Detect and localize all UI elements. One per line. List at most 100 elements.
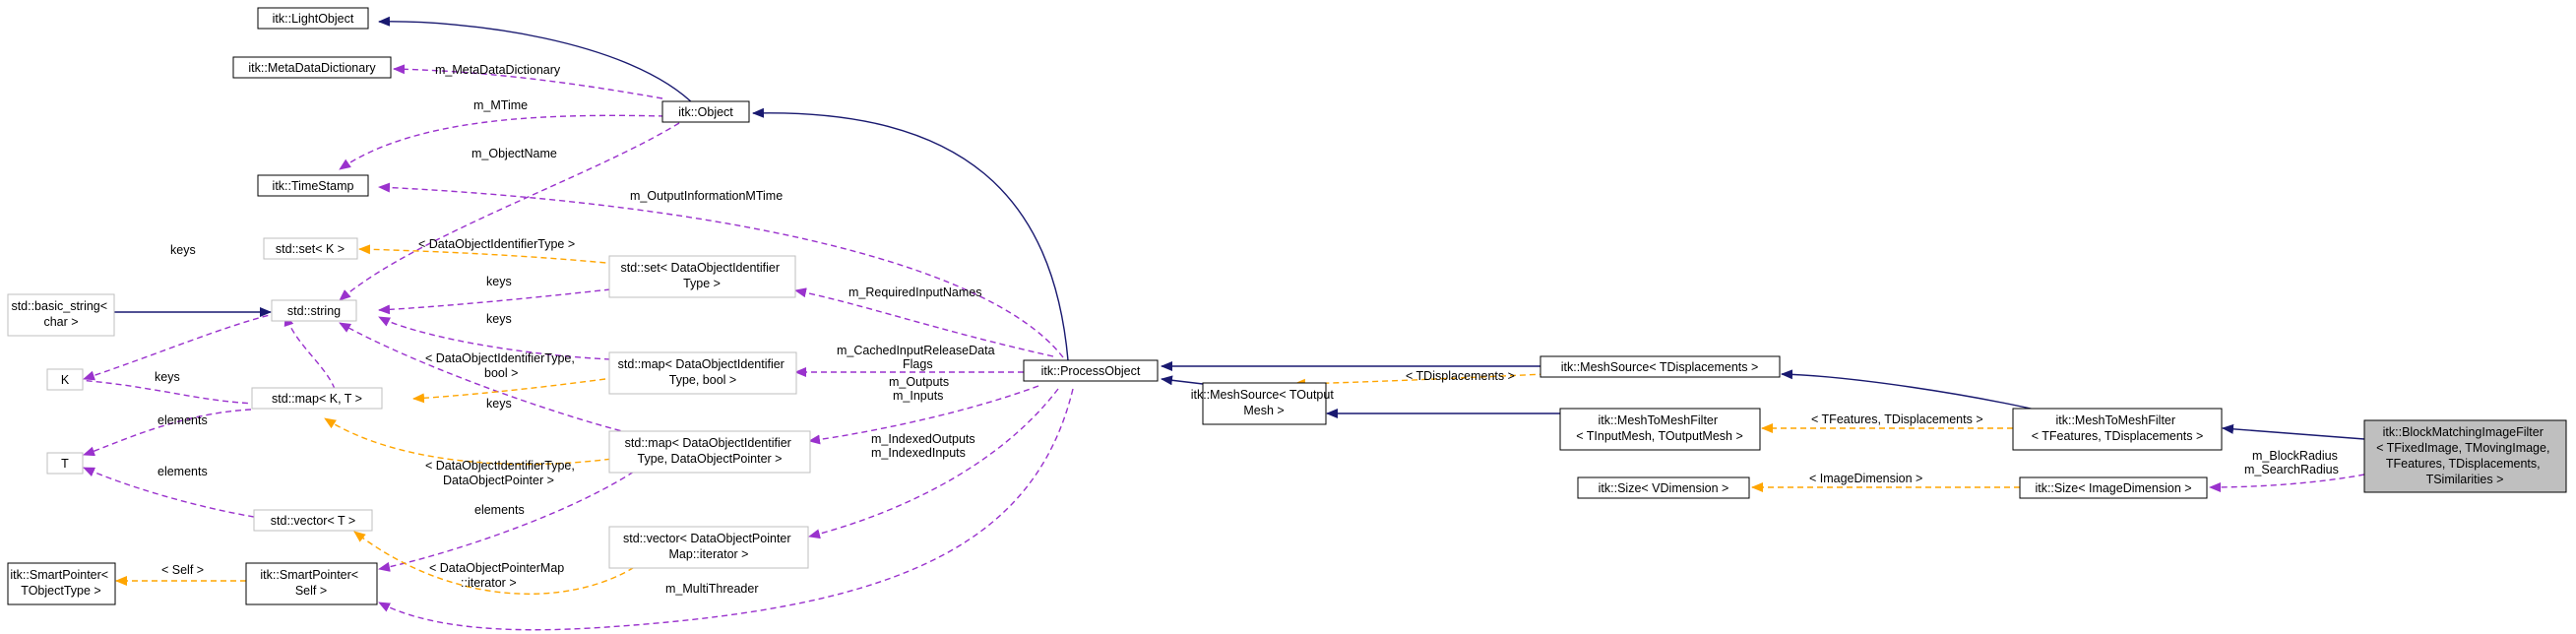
edge-meshsource-toutput-to-processobject [1161, 375, 1204, 386]
label-keys-map-dop: keys [486, 397, 512, 411]
edge-labels: m_MetaDataDictionary m_MTime m_ObjectNam… [155, 63, 2341, 596]
svg-text:itk::SmartPointer< Sel: itk::SmartPointer< Self > [260, 568, 361, 598]
node-t[interactable]: T [46, 452, 84, 475]
node-itk-size-imagedimension[interactable]: itk::Size< ImageDimension > [2019, 476, 2208, 499]
node-std-set-doi[interactable]: std::set< DataObjectIdentifier Type > [608, 255, 796, 298]
edge-timestamp-to-object [339, 114, 665, 170]
svg-text:std::vector< T >: std::vector< T > [271, 514, 355, 528]
edge-string-to-map-kt [283, 314, 336, 390]
node-std-basic-string[interactable]: std::basic_string< char > [7, 293, 115, 337]
svg-text:itk::LightObject: itk::LightObject [273, 12, 354, 26]
svg-text:itk::ProcessObject: itk::ProcessObject [1041, 364, 1141, 378]
svg-text:std::map< K, T >: std::map< K, T > [272, 392, 362, 406]
label-m-mtime: m_MTime [473, 98, 528, 112]
edge-meshtomesh-tf-to-meshsource-tdisp [1781, 369, 2053, 414]
svg-text:itk::MeshToMeshFilter: itk::MeshToMeshFilter < TInputMesh, TOut… [1576, 413, 1743, 443]
edge-blockmatching-to-meshtomesh-tf [2222, 423, 2365, 440]
label-m-metadatadictionary: m_MetaDataDictionary [435, 63, 561, 77]
svg-text:std::map< DataObjectIdentifier: std::map< DataObjectIdentifier Type, Dat… [625, 436, 795, 466]
label-elements-t: elements [157, 413, 208, 427]
svg-text:std::string: std::string [287, 304, 341, 318]
edge-map-doi-bool-to-string [378, 316, 611, 360]
edge-blockmatching-to-size-imgdim [2209, 474, 2365, 492]
node-itk-metadatadictionary[interactable]: itk::MetaDataDictionary [232, 56, 392, 79]
node-itk-meshtomeshfilter[interactable]: itk::MeshToMeshFilter < TInputMesh, TOut… [1559, 408, 1761, 451]
label-t-features-disp: < TFeatures, TDisplacements > [1811, 412, 1983, 426]
svg-text:itk::Size< VDimension >: itk::Size< VDimension > [1599, 481, 1729, 495]
label-keys-set: keys [170, 243, 196, 257]
svg-text:itk::MetaDataDictionary: itk::MetaDataDictionary [248, 61, 376, 75]
node-itk-size-vdimension[interactable]: itk::Size< VDimension > [1577, 476, 1750, 499]
svg-text:itk::SmartPointer< TOb: itk::SmartPointer< TObjectType > [10, 568, 111, 598]
label-m-outputinformationmtime: m_OutputInformationMTime [630, 189, 783, 203]
node-itk-smartpointer-tobjecttype[interactable]: itk::SmartPointer< TObjectType > [7, 562, 116, 605]
svg-text:std::set< K >: std::set< K > [276, 242, 345, 256]
svg-text:itk::Object: itk::Object [678, 105, 733, 119]
nodes: itk::LightObject itk::MetaDataDictionary… [7, 7, 2567, 605]
label-m-indexed: m_IndexedOutputs m_IndexedInputs [871, 432, 978, 460]
node-itk-processobject[interactable]: itk::ProcessObject [1023, 359, 1159, 382]
label-self: < Self > [161, 563, 204, 577]
svg-text:itk::MeshSource< TOutput: itk::MeshSource< TOutput Mesh > [1191, 388, 1338, 417]
label-m-block-search-radius: m_BlockRadius m_SearchRadius [2244, 449, 2341, 476]
svg-text:itk::Size< ImageDimension >: itk::Size< ImageDimension > [2035, 481, 2191, 495]
node-std-map-kt[interactable]: std::map< K, T > [251, 387, 383, 410]
svg-text:K: K [61, 373, 70, 387]
edge-processobject-to-vector-dop [808, 388, 1059, 539]
node-itk-meshsource-tdisplacements[interactable]: itk::MeshSource< TDisplacements > [1539, 355, 1781, 378]
label-m-multithreader: m_MultiThreader [665, 582, 758, 596]
svg-text:std::map< DataObjectIdentifier: std::map< DataObjectIdentifier Type, boo… [618, 357, 788, 387]
node-itk-timestamp[interactable]: itk::TimeStamp [257, 174, 369, 197]
node-std-set-k[interactable]: std::set< K > [263, 237, 358, 260]
edge-map-doi-bool-to-map-kt [412, 378, 606, 404]
edge-map-kt-to-t [83, 409, 252, 457]
svg-text:std::vector< DataObjectPointer: std::vector< DataObjectPointer Map::iter… [623, 532, 794, 561]
node-std-map-doi-bool[interactable]: std::map< DataObjectIdentifier Type, boo… [608, 351, 797, 395]
node-std-map-doi-dop[interactable]: std::map< DataObjectIdentifier Type, Dat… [608, 430, 811, 474]
svg-text:std::basic_string< cha: std::basic_string< char > [11, 299, 110, 329]
edge-set-doi-to-processobject [794, 287, 1054, 357]
label-keys-string: keys [486, 275, 512, 288]
edge-vector-dop-to-vector-t [353, 531, 651, 595]
svg-text:itk::MeshSource< TDisplacement: itk::MeshSource< TDisplacements > [1561, 360, 1759, 374]
node-std-vector-dop[interactable]: std::vector< DataObjectPointer Map::iter… [608, 526, 809, 569]
label-set-doi-type: < DataObjectIdentifierType > [418, 237, 575, 251]
edge-processobject-to-map-doi-dop [808, 385, 1039, 445]
edge-map-doi-dop-to-map-kt [324, 417, 621, 466]
svg-text:T: T [61, 457, 69, 471]
node-itk-smartpointer-self[interactable]: itk::SmartPointer< Self > [245, 562, 378, 605]
node-std-vector-t[interactable]: std::vector< T > [253, 509, 373, 532]
edge-object-to-lightobject [378, 16, 697, 107]
label-elements-vector-t: elements [157, 465, 208, 478]
label-image-dimension: < ImageDimension > [1809, 472, 1922, 485]
label-m-cachedinputrelease: m_CachedInputReleaseData Flags [837, 344, 998, 371]
edge-map-doi-dop-to-string [339, 322, 631, 434]
svg-text:itk::TimeStamp: itk::TimeStamp [273, 179, 354, 193]
node-itk-meshsource-toutputmesh[interactable]: itk::MeshSource< TOutput Mesh > [1191, 382, 1338, 425]
label-map-doi-dop: < DataObjectIdentifierType, DataObjectPo… [425, 459, 578, 487]
node-itk-object[interactable]: itk::Object [661, 100, 750, 123]
node-itk-blockmatchingimagefilter[interactable]: itk::BlockMatchingImageFilter < TFixedIm… [2363, 419, 2567, 493]
svg-text:itk::MeshToMeshFilter: itk::MeshToMeshFilter < TFeatures, TDisp… [2032, 413, 2204, 443]
edges [63, 16, 2365, 631]
node-k[interactable]: K [46, 368, 84, 391]
edge-string-to-set-k [83, 312, 279, 381]
label-m-objectname: m_ObjectName [471, 147, 557, 160]
edge-processobject-to-object [752, 107, 1069, 361]
edge-set-doi-to-string [378, 288, 611, 315]
svg-text:std::set< DataObjectIdentifier: std::set< DataObjectIdentifier Type > [620, 261, 783, 290]
edge-metadatadictionary-to-object [393, 64, 663, 99]
label-t-displacements: < TDisplacements > [1406, 369, 1515, 383]
edge-processobject-to-smartpointer-self [378, 388, 1074, 631]
edge-k-to-map-kt [63, 374, 259, 405]
label-keys-map: keys [486, 312, 512, 326]
label-m-requiredinputnames: m_RequiredInputNames [848, 285, 982, 299]
node-itk-lightobject[interactable]: itk::LightObject [257, 7, 369, 30]
label-m-outputs-inputs: m_Outputs m_Inputs [889, 375, 953, 403]
label-elements-sp: elements [474, 503, 525, 517]
node-std-string[interactable]: std::string [271, 299, 357, 322]
label-dop-map-iterator: < DataObjectPointerMap ::iterator > [429, 561, 568, 590]
label-keys-k: keys [155, 370, 180, 384]
node-itk-meshtomeshfilter-tfeatures[interactable]: itk::MeshToMeshFilter < TFeatures, TDisp… [2012, 408, 2223, 451]
